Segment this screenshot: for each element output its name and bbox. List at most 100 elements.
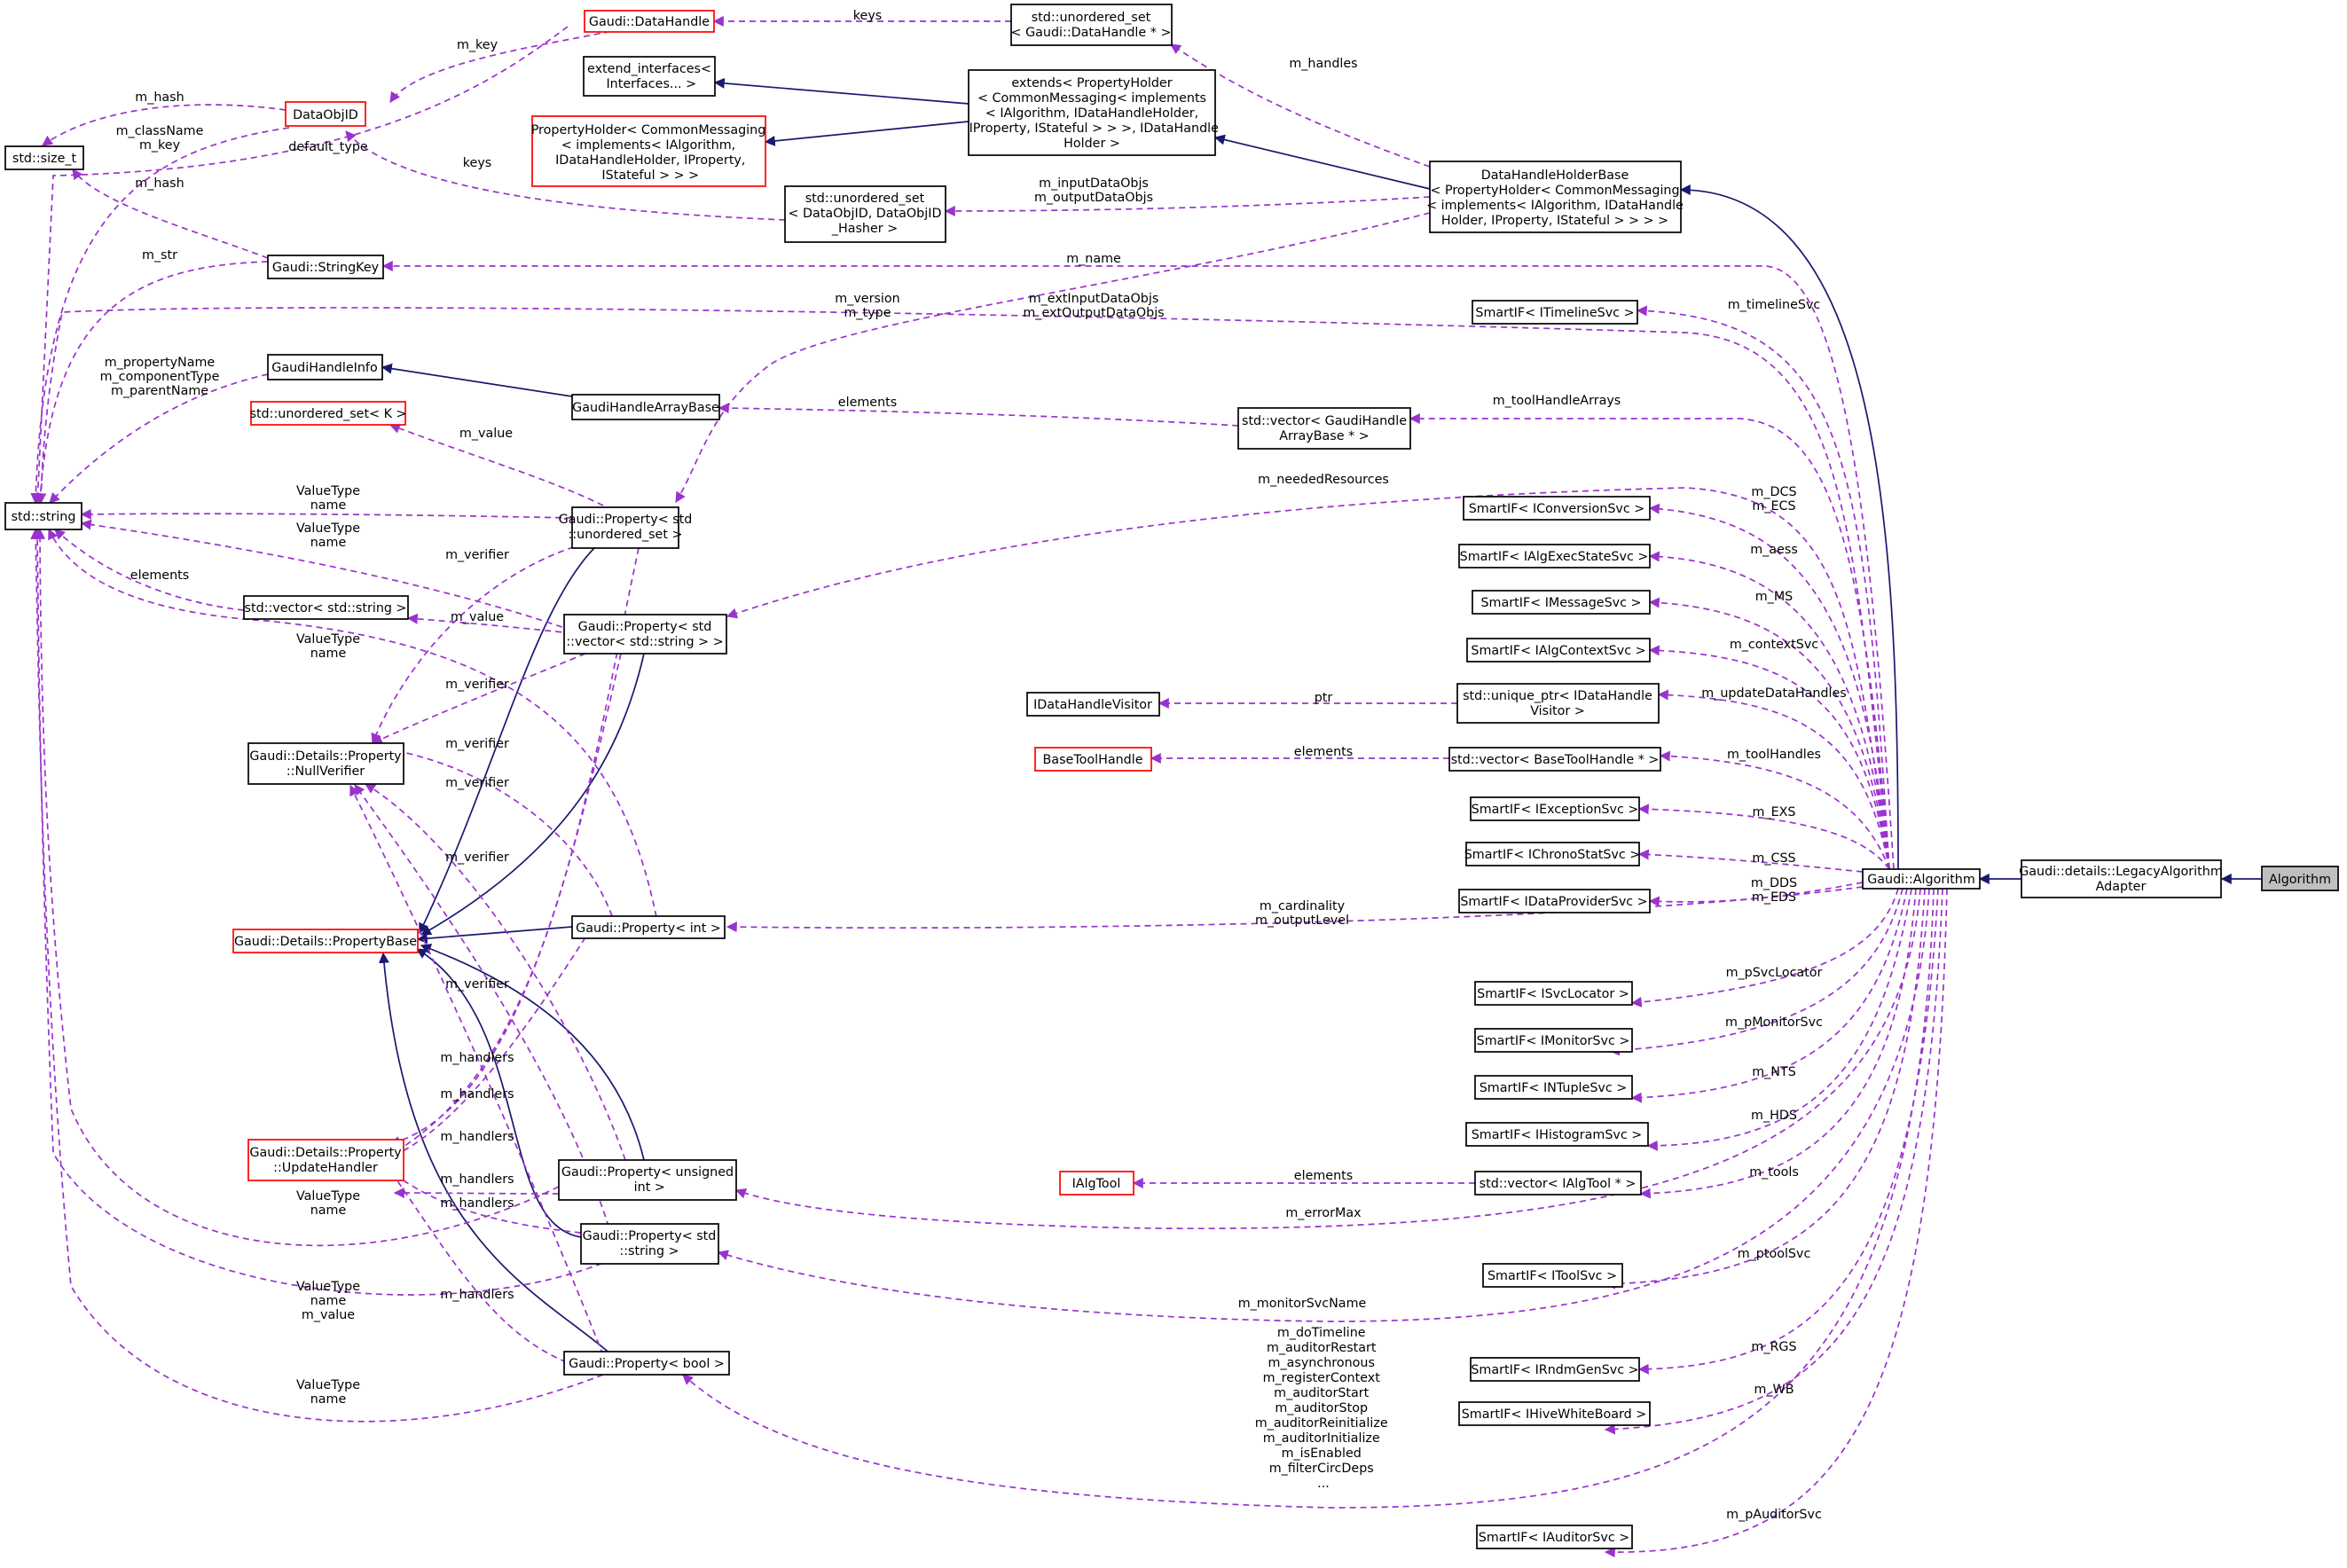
edge-gaudi-algorithm-to-vector-handle-array [1409, 413, 1890, 870]
edge-label-elements-2: elements [130, 568, 189, 583]
node-smartif-context[interactable]: SmartIF< IAlgContextSvc > [1466, 638, 1651, 662]
node-smartif-tool[interactable]: SmartIF< IToolSvc > [1482, 1263, 1623, 1288]
node-extends-property-holder[interactable]: extends< PropertyHolder< CommonMessaging… [965, 69, 1219, 156]
edge-extends-to-extend-interfaces [713, 77, 969, 105]
edge-holder-base-to-uset-dataobj [944, 196, 1431, 216]
edge-label-m-handlers-3: m_handlers [440, 1130, 514, 1144]
node-property-base[interactable]: Gaudi::Details::PropertyBase [232, 929, 419, 953]
edge-gaudi-algorithm-to-needed-resources [726, 487, 1890, 870]
node-smartif-rndm[interactable]: SmartIF< IRndmGenSvc > [1470, 1357, 1640, 1382]
node-property-string[interactable]: Gaudi::Property< std::string > [580, 1223, 719, 1265]
node-uset-data-handle[interactable]: std::unordered_set< Gaudi::DataHandle * … [1010, 4, 1173, 46]
node-base-tool-handle[interactable]: BaseToolHandle [1034, 747, 1152, 772]
node-smartif-data-provider[interactable]: SmartIF< IDataProviderSvc > [1458, 889, 1651, 913]
edge-label-m-verifier-4: m_verifier [445, 776, 509, 790]
edge-label-keys: keys [853, 9, 882, 23]
edge-label-m-rgs: m_RGS [1751, 1340, 1796, 1354]
edge-prop-unsigned-to-base [420, 944, 645, 1161]
edge-vector-handle-array-to-handle-array [718, 403, 1239, 427]
edge-prop-uset-to-base [419, 547, 595, 935]
node-uset-k[interactable]: std::unordered_set< K > [250, 401, 407, 426]
node-smartif-chrono[interactable]: SmartIF< IChronoStatSvc > [1464, 842, 1641, 866]
node-uset-data-obj-id[interactable]: std::unordered_set< DataObjID, DataObjID… [784, 185, 946, 243]
node-property-int[interactable]: Gaudi::Property< int > [571, 915, 726, 939]
node-smartif-ntuple[interactable]: SmartIF< INTupleSvc > [1474, 1075, 1633, 1100]
edge-prop-bool-to-null-verifier [349, 784, 604, 1356]
edge-gaudi-algorithm-to-histogram [1646, 888, 1912, 1151]
node-smartif-timeline[interactable]: SmartIF< ITimelineSvc > [1472, 300, 1638, 325]
edge-gaudi-algorithm-to-string-key [381, 261, 1895, 870]
node-smartif-hive[interactable]: SmartIF< IHiveWhiteBoard > [1458, 1401, 1651, 1426]
edge-prop-uset-to-uset-k [389, 423, 604, 506]
node-vector-ialgtool[interactable]: std::vector< IAlgTool * > [1474, 1171, 1642, 1196]
node-gaudi-handle-array-base[interactable]: GaudiHandleArrayBase [571, 394, 720, 420]
edge-prop-vec-to-vector-string [406, 613, 573, 634]
edge-gaudi-algorithm-to-monitor [1608, 888, 1904, 1056]
node-smartif-exception[interactable]: SmartIF< IExceptionSvc > [1470, 796, 1640, 821]
edge-prop-string-to-string [32, 528, 613, 1296]
svg-text:std::vector< std::string >: std::vector< std::string > [245, 601, 407, 615]
svg-text:SmartIF< IAlgContextSvc >: SmartIF< IAlgContextSvc > [1471, 644, 1645, 658]
node-property-vector-string[interactable]: Gaudi::Property< std::vector< std::strin… [563, 614, 727, 655]
node-vector-base-tool-handle[interactable]: std::vector< BaseToolHandle * > [1448, 747, 1661, 772]
edge-label-m-name: m_name [1066, 252, 1121, 266]
node-idatahandlevisitor[interactable]: IDataHandleVisitor [1026, 692, 1160, 717]
node-update-handler[interactable]: Gaudi::Details::Property::UpdateHandler [247, 1139, 404, 1181]
node-smartif-auditor[interactable]: SmartIF< IAuditorSvc > [1476, 1525, 1633, 1549]
svg-text:Gaudi::Property< std::unordere: Gaudi::Property< std::unordered_set > [559, 513, 693, 542]
edge-gaudi-algorithm-to-timeline [1636, 305, 1890, 870]
edge-gaudi-algorithm-to-message [1648, 597, 1890, 870]
node-algorithm[interactable]: Algorithm [2261, 866, 2339, 891]
node-property-bool[interactable]: Gaudi::Property< bool > [563, 1351, 730, 1376]
edge-gaudi-algorithm-to-tools [1639, 888, 1917, 1199]
node-data-obj-id[interactable]: DataObjID [285, 101, 366, 127]
node-smartif-exec-state[interactable]: SmartIF< IAlgExecStateSvc > [1458, 544, 1651, 568]
edge-gaudi-algorithm-to-prop-bool [682, 888, 1935, 1509]
edge-label-m-hash: m_hash [135, 90, 184, 105]
svg-text:BaseToolHandle: BaseToolHandle [1043, 753, 1143, 767]
node-data-handle[interactable]: Gaudi::DataHandle [584, 10, 715, 33]
node-null-verifier[interactable]: Gaudi::Details::Property::NullVerifier [247, 742, 404, 785]
node-std-string[interactable]: std::string [4, 502, 82, 530]
node-gaudi-handle-info[interactable]: GaudiHandleInfo [267, 354, 383, 380]
edge-prop-unsigned-to-string [35, 528, 560, 1247]
node-size-t[interactable]: std::size_t [4, 145, 84, 170]
node-smartif-message[interactable]: SmartIF< IMessageSvc > [1472, 590, 1651, 615]
node-smartif-svc-locator[interactable]: SmartIF< ISvcLocator > [1474, 981, 1633, 1006]
edge-label-m-str: m_str [142, 248, 177, 263]
node-smartif-conversion[interactable]: SmartIF< IConversionSvc > [1463, 496, 1651, 521]
edge-prop-unsigned-to-update-handler [393, 1188, 560, 1199]
node-property-holder[interactable]: PropertyHolder< CommonMessaging< impleme… [531, 115, 766, 187]
node-extend-interfaces[interactable]: extend_interfaces< Interfaces... > [583, 56, 716, 97]
edge-data-obj-id-to-size-t [42, 104, 287, 146]
edge-label-m-handlers-4: m_handlers [440, 1172, 514, 1187]
edge-label-m-hash-2: m_hash [135, 176, 184, 191]
node-ialgtool[interactable]: IAlgTool [1059, 1171, 1134, 1196]
svg-text:IDataHandleVisitor: IDataHandleVisitor [1033, 698, 1152, 712]
edge-label-elements-3: elements [1294, 745, 1353, 759]
svg-text:PropertyHolder< CommonMessagin: PropertyHolder< CommonMessaging< impleme… [531, 123, 766, 183]
node-property-uset[interactable]: Gaudi::Property< std::unordered_set > [559, 506, 693, 549]
node-gaudi-algorithm[interactable]: Gaudi::Algorithm [1862, 868, 1981, 890]
node-property-unsigned[interactable]: Gaudi::Property< unsigned int > [558, 1159, 737, 1201]
node-string-key[interactable]: Gaudi::StringKey [267, 255, 384, 279]
edge-prop-bool-to-update-handler [389, 1170, 577, 1367]
node-smartif-monitor[interactable]: SmartIF< IMonitorSvc > [1474, 1028, 1633, 1053]
edge-gaudi-algorithm-to-unique-ptr [1657, 689, 1890, 870]
edge-label-m-value-2: m_value [451, 610, 504, 624]
node-smartif-histogram[interactable]: SmartIF< IHistogramSvc > [1465, 1122, 1649, 1147]
edge-string-key-to-size-t [72, 169, 269, 259]
node-data-handle-holder-base[interactable]: DataHandleHolderBase< PropertyHolder< Co… [1426, 161, 1684, 233]
node-vector-string[interactable]: std::vector< std::string > [243, 595, 409, 620]
edge-label-m-css: m_CSS [1752, 851, 1795, 866]
